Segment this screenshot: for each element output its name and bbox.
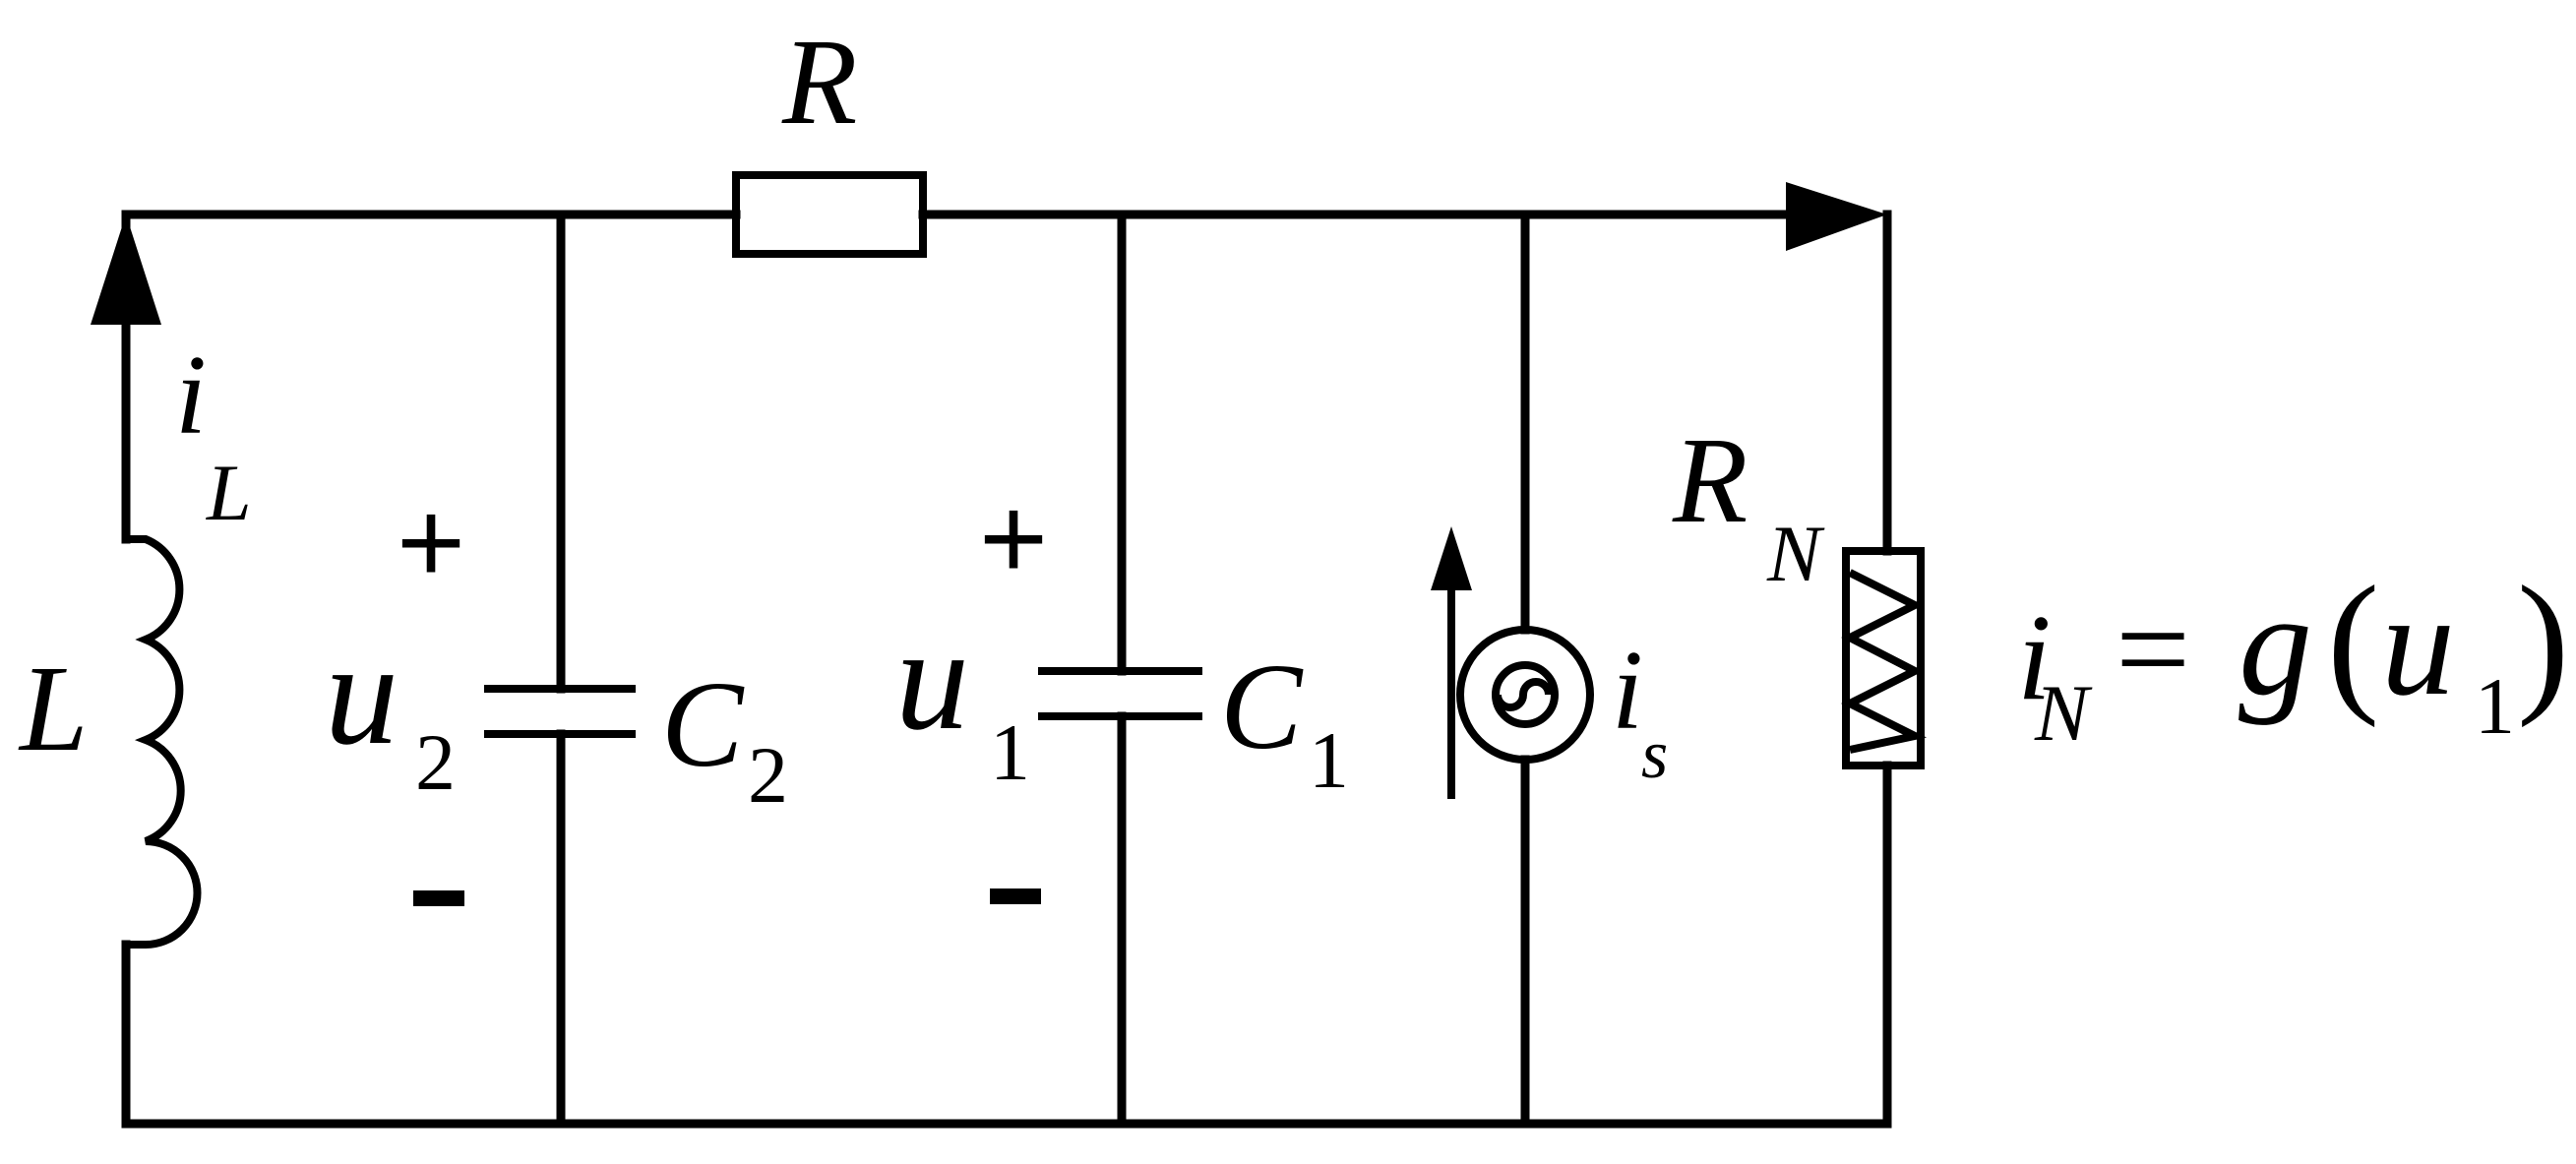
resistor-r <box>732 171 927 258</box>
voltage-u1-plus: + <box>979 472 1048 604</box>
voltage-u2-minus <box>413 890 464 906</box>
equation-open-paren: ( <box>2327 553 2379 728</box>
capacitor-c2-label: C <box>661 657 745 793</box>
inductor-coil <box>126 535 202 949</box>
voltage-u2-label: u <box>325 612 399 775</box>
equation-close-paren: ) <box>2517 553 2569 728</box>
equation-arg-subscript: 1 <box>2475 661 2515 751</box>
wires <box>121 210 1892 1129</box>
equation-equals: = <box>2116 577 2190 723</box>
equation-lhs-subscript: N <box>2034 668 2093 758</box>
capacitor-c1-label: C <box>1220 640 1304 775</box>
nonlinear-resistor-zigzag <box>1841 569 1928 754</box>
equation-lhs: i <box>2017 590 2052 726</box>
current-source-label: i <box>1612 628 1643 753</box>
resistor-r-label: R <box>781 15 857 151</box>
inductor-current-label: i <box>175 333 207 458</box>
source-arrow-head <box>1431 526 1472 590</box>
top-current-arrow <box>1786 182 1887 251</box>
inductor-current-arrow <box>91 214 161 325</box>
inductor-label: L <box>18 642 89 777</box>
nonlinear-resistor-label: R <box>1672 413 1748 549</box>
voltage-u1-label: u <box>895 597 969 761</box>
current-source-subscript: s <box>1641 717 1668 793</box>
current-source-wave-icon <box>1492 661 1559 728</box>
capacitor-c2-subscript: 2 <box>748 730 788 820</box>
voltage-u1-subscript: 1 <box>990 707 1030 797</box>
nonlinear-resistor-body <box>1842 547 1925 769</box>
equation-arg: u <box>2381 563 2455 726</box>
nonlinear-resistor-subscript: N <box>1766 509 1825 598</box>
current-source-circle <box>1456 626 1594 764</box>
capacitor-c1-subscript: 1 <box>1309 715 1349 805</box>
inductor-current-subscript: L <box>206 448 252 537</box>
nonlinear-relation-equation: i N = g ( u 1 ) <box>2017 553 2569 758</box>
voltage-u2-plus: + <box>397 476 465 608</box>
equation-func: g <box>2239 563 2312 726</box>
voltage-u1-minus <box>990 888 1041 904</box>
voltage-u2-subscript: 2 <box>415 717 456 807</box>
